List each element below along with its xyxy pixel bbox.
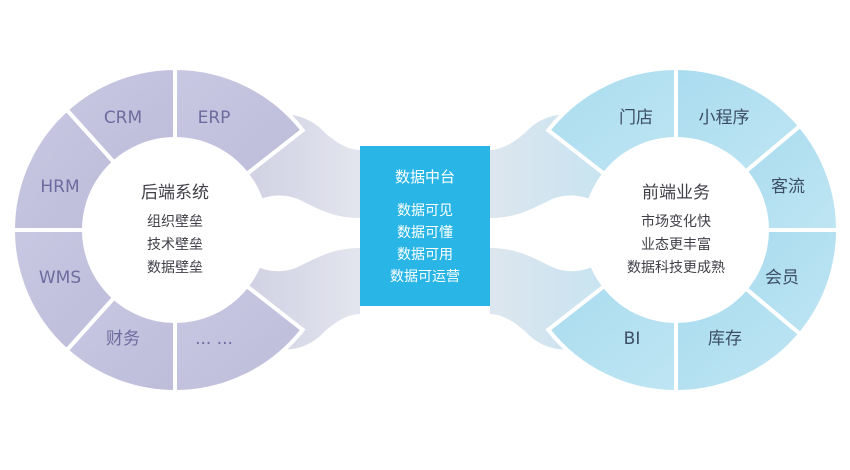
left-hub-line: 组织壁垒 (147, 214, 203, 230)
right-segment-label: 客流 (771, 177, 805, 197)
left-hub-line: 技术壁垒 (147, 237, 203, 253)
center-line: 数据可懂 (397, 225, 453, 241)
left-hub-line: 数据壁垒 (147, 260, 203, 276)
right-segment-label: 小程序 (699, 108, 750, 128)
left-segment-label: CRM (104, 108, 142, 128)
left-segment-label: 财务 (106, 329, 140, 349)
left-ring: CRM ERP HRM WMS 财务 ... ... 后端系统 组织壁垒 技术壁… (10, 65, 306, 395)
right-hub-line: 数据科技更成熟 (627, 260, 725, 276)
left-hub-title: 后端系统 (141, 183, 209, 203)
center-line: 数据可运营 (390, 269, 460, 285)
right-hub-title: 前端业务 (642, 183, 710, 203)
center-title: 数据中台 (395, 168, 455, 186)
center-line: 数据可见 (397, 203, 453, 219)
left-hub (82, 137, 268, 323)
right-segment-label: 库存 (708, 329, 742, 349)
right-segment-label: BI (624, 329, 641, 349)
right-ring: 门店 小程序 客流 会员 BI 库存 前端业务 市场变化快 业态更丰富 数据科技… (545, 65, 841, 395)
right-hub-line: 业态更丰富 (641, 236, 711, 253)
right-hub (583, 137, 769, 323)
left-segment-label: ... ... (195, 329, 233, 349)
center-line: 数据可用 (397, 247, 453, 263)
left-segment-label: WMS (39, 268, 81, 288)
right-segment-label: 会员 (765, 268, 799, 288)
left-segment-label: HRM (40, 177, 79, 197)
right-hub-line: 市场变化快 (641, 213, 711, 230)
center-box: 数据中台 数据可见 数据可懂 数据可用 数据可运营 (360, 146, 490, 306)
left-segment-label: ERP (198, 108, 231, 128)
center-box-bg (360, 146, 490, 306)
right-segment-label: 门店 (619, 108, 653, 128)
